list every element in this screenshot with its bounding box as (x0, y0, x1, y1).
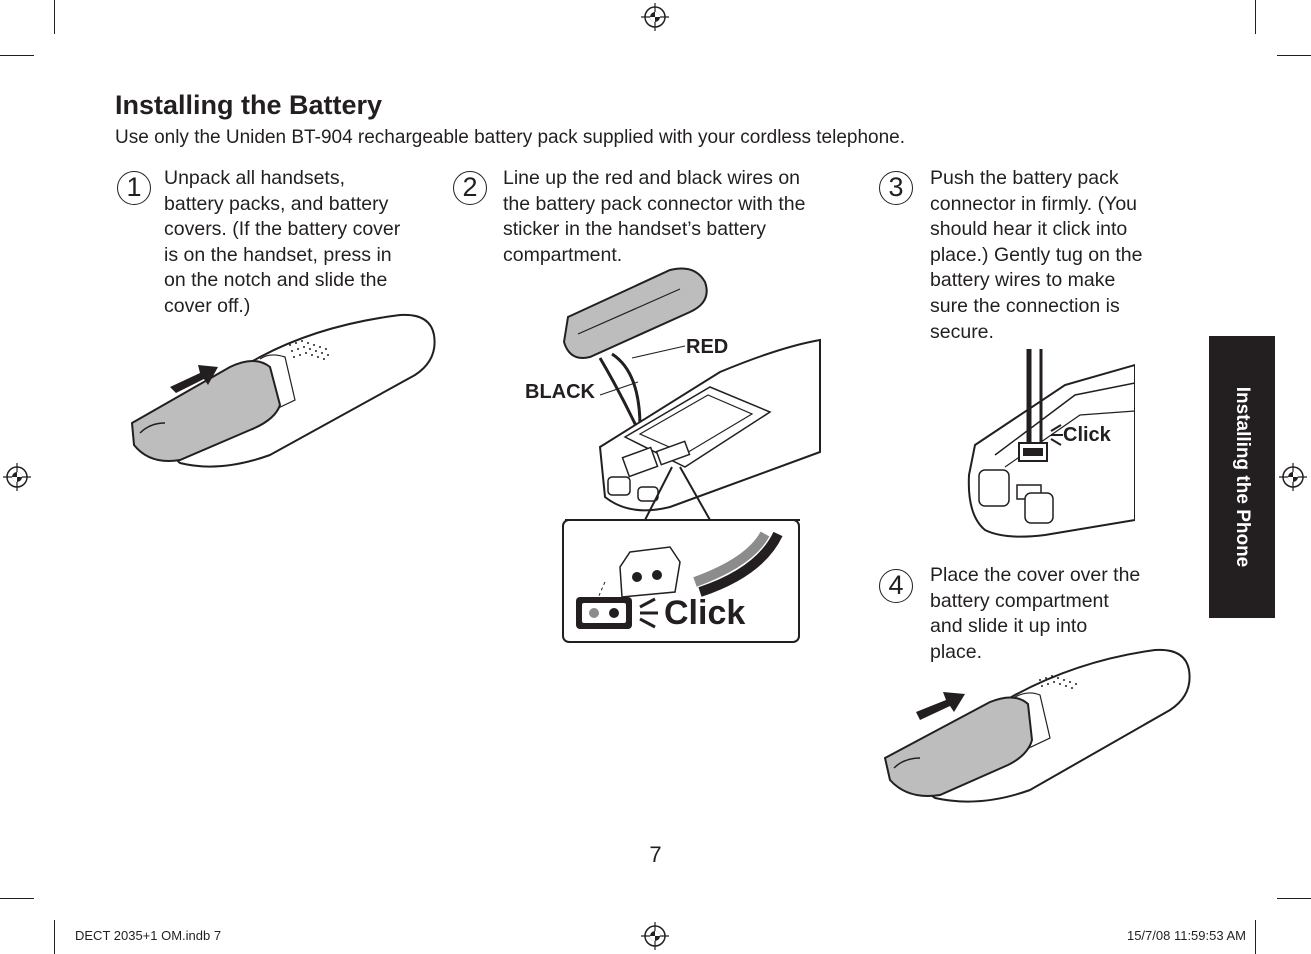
connector-push-illustration: Click (967, 349, 1135, 538)
section-side-tab: Installing the Phone (1209, 336, 1275, 618)
step-number-4: 4 (879, 569, 913, 603)
page-subtitle: Use only the Uniden BT-904 rechargeable … (115, 127, 906, 148)
registration-mark-icon (1279, 463, 1307, 491)
footer-timestamp: 15/7/08 11:59:53 AM (1126, 928, 1246, 943)
step-text-3: Push the battery pack connector in firml… (930, 167, 1143, 343)
speaker-grille-icon (289, 340, 329, 360)
red-label: RED (686, 336, 728, 358)
step-number-1: 1 (117, 171, 151, 205)
crop-mark-icon (54, 920, 55, 954)
click-label-large: Click (664, 594, 745, 632)
crop-mark-icon (0, 898, 34, 899)
black-label: BLACK (525, 381, 596, 403)
registration-mark-icon (3, 463, 31, 491)
black-wire (598, 357, 640, 431)
crop-mark-icon (1277, 898, 1311, 899)
red-wire (611, 352, 642, 428)
click-chevrons-icon (1050, 424, 1063, 446)
crop-mark-icon (1277, 55, 1311, 56)
battery-cover-shape (883, 696, 1034, 797)
battery-cover-shape (130, 360, 282, 462)
battery-wiring-illustration: RED BLACK Click (525, 267, 821, 643)
arrow-right-icon (916, 692, 965, 720)
registration-mark-icon (641, 3, 669, 31)
crop-mark-icon (1255, 0, 1256, 34)
step-text-2: Line up the red and black wires on the b… (503, 167, 806, 266)
speaker-grille-icon (1039, 675, 1077, 689)
crop-mark-icon (0, 55, 34, 56)
side-tab-label: Installing the Phone (1232, 386, 1253, 568)
battery-pack-shape (562, 267, 708, 359)
crop-mark-icon (54, 0, 55, 34)
page-title: Installing the Battery (115, 90, 383, 120)
crop-mark-icon (1255, 920, 1256, 954)
click-label-small: Click (1063, 424, 1112, 446)
registration-mark-icon (641, 922, 669, 950)
arrow-left-icon (170, 365, 218, 393)
step-number-3: 3 (879, 171, 913, 205)
handset-cover-removal-illustration (130, 313, 436, 468)
footer-file-info: DECT 2035+1 OM.indb 7 (75, 928, 222, 943)
cover-replacement-illustration (883, 648, 1191, 803)
step-text-1: Unpack all handsets, battery packs, and … (164, 167, 401, 317)
page-number: 7 (649, 842, 662, 867)
step-text-4: Place the cover over the battery compart… (930, 564, 1141, 663)
click-chevrons-icon (639, 597, 658, 629)
step-number-2: 2 (453, 171, 487, 205)
handset-body-shape (598, 338, 821, 512)
